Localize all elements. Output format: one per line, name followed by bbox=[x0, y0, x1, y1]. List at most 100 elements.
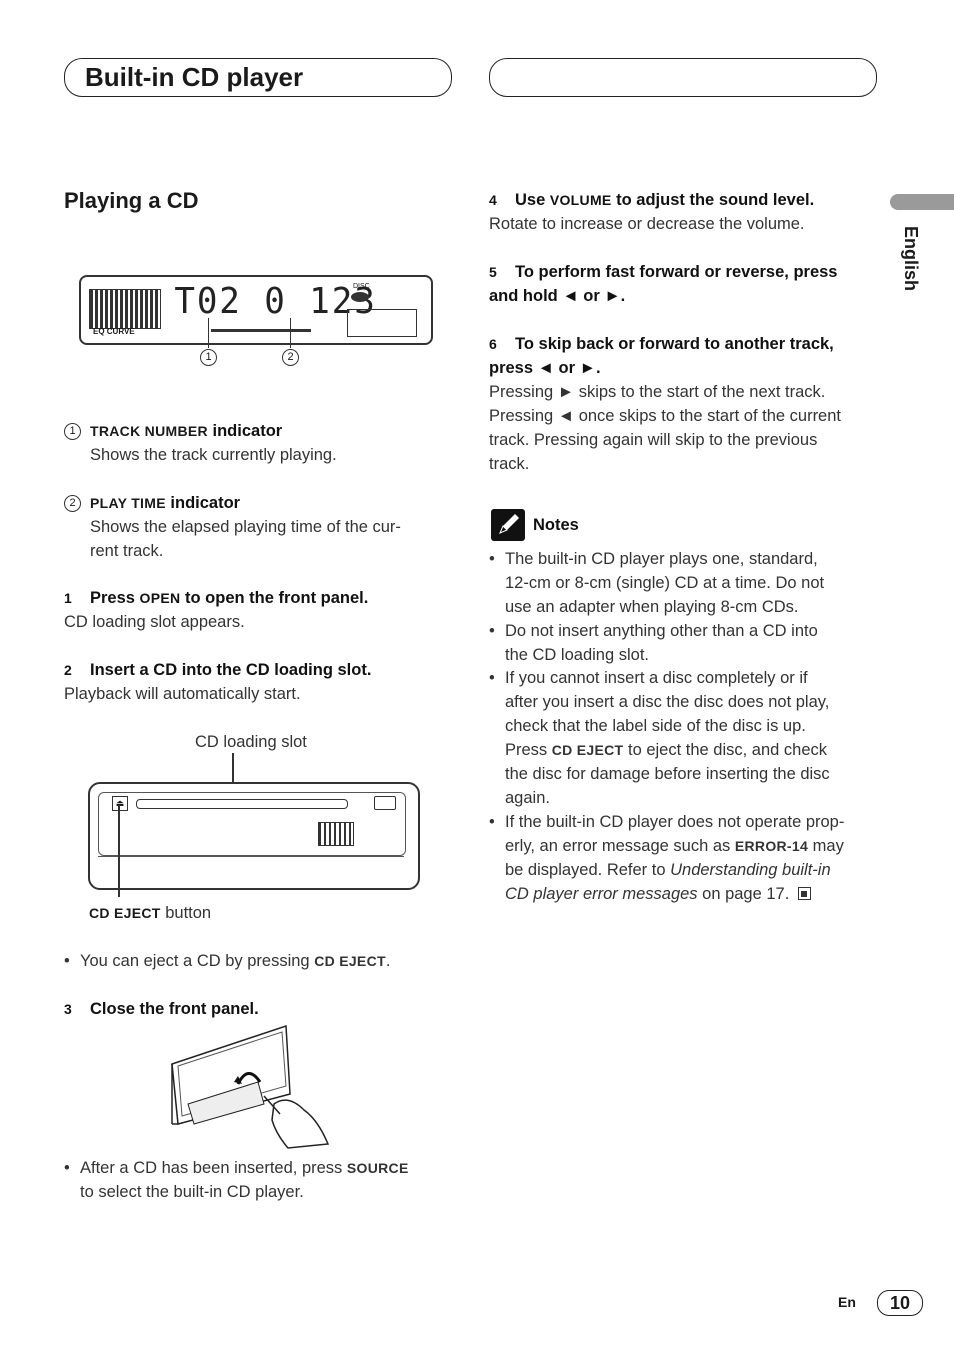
note-4-line-2-pre: erly, an error message such as bbox=[505, 837, 735, 855]
cd-eject-caption-rest: button bbox=[160, 904, 212, 922]
eq-curve-label: EQ CURVE bbox=[93, 327, 135, 336]
connector bbox=[318, 822, 354, 846]
note-3-line-6: again. bbox=[505, 789, 550, 807]
eject-bullet-post: . bbox=[385, 952, 391, 970]
section-title: Playing a CD bbox=[64, 188, 199, 213]
note-4: • If the built-in CD player does not ope… bbox=[489, 813, 845, 903]
level-bar bbox=[211, 329, 311, 332]
note-1-line-2: 12-cm or 8-cm (single) CD at a time. Do … bbox=[505, 574, 825, 592]
step-2-desc: Playback will automatically start. bbox=[64, 685, 301, 703]
indicator-2-rest: indicator bbox=[165, 494, 241, 512]
step-1-post: to open the front panel. bbox=[180, 589, 369, 607]
indicator-1-rest: indicator bbox=[207, 422, 283, 440]
front-panel-figure: ⏏ bbox=[88, 782, 420, 890]
step-5-number: 5 bbox=[489, 264, 497, 280]
step-3-number: 3 bbox=[64, 1001, 72, 1017]
note-3-line-4-key: CD EJECT bbox=[551, 742, 624, 758]
step-6-line1: To skip back or forward to another track… bbox=[515, 335, 834, 353]
step-6-desc-3: track. Pressing again will skip to the p… bbox=[489, 431, 818, 449]
lcd-display-figure: EQ CURVE T02 0 123 DISC bbox=[79, 275, 433, 345]
step-2-number: 2 bbox=[64, 662, 72, 678]
page-title: Built-in CD player bbox=[85, 62, 304, 92]
step-4-key: VOLUME bbox=[549, 192, 612, 208]
step-6: 6 To skip back or forward to another trac… bbox=[489, 332, 889, 476]
step-6-desc-4: track. bbox=[489, 455, 530, 473]
disc-icon bbox=[351, 292, 369, 302]
step-6-line2: press ◄ or ►. bbox=[489, 359, 601, 377]
segment-readout: T02 0 123 bbox=[174, 281, 377, 322]
eject-bullet: • You can eject a CD by pressing CD EJEC… bbox=[64, 952, 391, 970]
note-3: • If you cannot insert a disc completely… bbox=[489, 669, 830, 807]
note-3-line-2: after you insert a disc the disc does no… bbox=[505, 693, 830, 711]
step-1-desc: CD loading slot appears. bbox=[64, 613, 245, 631]
note-2-line-2: the CD loading slot. bbox=[505, 646, 649, 664]
callout-line-1 bbox=[208, 318, 209, 348]
page-number-badge: 10 bbox=[877, 1290, 923, 1316]
step-4-post: to adjust the sound level. bbox=[611, 191, 815, 209]
note-2-line-1: Do not insert anything other than a CD i… bbox=[505, 622, 818, 640]
header-left-frame: Built-in CD player bbox=[64, 58, 452, 97]
panel-inner bbox=[98, 792, 406, 856]
step-3: 3 Close the front panel. bbox=[64, 997, 259, 1021]
step-5-line2: and hold ◄ or ►. bbox=[489, 287, 626, 305]
note-4-line-1: If the built-in CD player does not opera… bbox=[505, 813, 845, 831]
callout-line-2 bbox=[290, 318, 291, 348]
slot-leader-line bbox=[232, 753, 234, 803]
step-4-pre: Use bbox=[515, 191, 550, 209]
callout-2: 2 bbox=[282, 349, 299, 366]
note-3-line-4-pre: Press bbox=[505, 741, 552, 759]
eq-curve-graphic bbox=[89, 289, 161, 329]
step-6-number: 6 bbox=[489, 336, 497, 352]
note-4-line-3-pre: be displayed. Refer to bbox=[505, 861, 671, 879]
cd-eject-caption-key: CD EJECT bbox=[89, 905, 161, 921]
indicator-2: 2 PLAY TIME indicator Shows the elapsed … bbox=[64, 491, 444, 563]
language-label: English bbox=[901, 226, 921, 292]
step-4-number: 4 bbox=[489, 192, 497, 208]
note-4-line-2-post: may bbox=[808, 837, 844, 855]
language-tab bbox=[890, 194, 954, 210]
indicator-2-number: 2 bbox=[64, 495, 81, 512]
note-1-line-3: use an adapter when playing 8-cm CDs. bbox=[505, 598, 799, 616]
notes-title: Notes bbox=[533, 516, 579, 534]
step-6-desc-2: Pressing ◄ once skips to the start of th… bbox=[489, 407, 841, 425]
step-1-key: OPEN bbox=[139, 590, 181, 606]
note-4-line-3-italic: Understanding built-in bbox=[670, 861, 831, 879]
step-3-text: Close the front panel. bbox=[90, 1000, 259, 1018]
indicator-1-number: 1 bbox=[64, 423, 81, 440]
step-5: 5 To perform fast forward or reverse, pre… bbox=[489, 260, 889, 308]
note-3-line-3: check that the label side of the disc is… bbox=[505, 717, 806, 735]
note-4-line-4-italic: CD player error messages bbox=[505, 885, 698, 903]
right-window bbox=[347, 309, 417, 337]
step-5-line1: To perform fast forward or reverse, pres… bbox=[515, 263, 838, 281]
note-1-line-1: The built-in CD player plays one, standa… bbox=[505, 550, 818, 568]
cd-loading-slot-label: CD loading slot bbox=[195, 733, 307, 751]
note-3-line-4-post: to eject the disc, and check bbox=[623, 741, 828, 759]
indicator-1-desc: Shows the track currently playing. bbox=[90, 446, 337, 464]
eject-leader-line bbox=[118, 805, 120, 897]
source-bullet-key: SOURCE bbox=[346, 1160, 409, 1176]
note-1: • The built-in CD player plays one, stan… bbox=[489, 550, 825, 616]
source-bullet: • After a CD has been inserted, press SO… bbox=[64, 1159, 409, 1201]
cd-slot bbox=[136, 799, 348, 809]
note-3-line-5: the disc for damage before inserting the… bbox=[505, 765, 830, 783]
header-right-frame bbox=[489, 58, 877, 97]
cd-eject-button[interactable]: ⏏ bbox=[112, 796, 128, 811]
indicator-2-name: PLAY TIME bbox=[90, 495, 166, 511]
end-mark-icon bbox=[797, 887, 811, 900]
note-2: • Do not insert anything other than a CD… bbox=[489, 622, 818, 664]
lock-icon bbox=[374, 796, 396, 810]
source-bullet-line2: to select the built-in CD player. bbox=[80, 1183, 304, 1201]
indicator-2-desc-2: rent track. bbox=[90, 542, 164, 560]
step-6-desc-1: Pressing ► skips to the start of the nex… bbox=[489, 383, 826, 401]
note-4-line-4-post: on page 17. bbox=[697, 885, 790, 903]
close-panel-illustration bbox=[171, 1024, 330, 1149]
step-1-pre: Press bbox=[90, 589, 140, 607]
indicator-2-desc-1: Shows the elapsed playing time of the cu… bbox=[90, 518, 401, 536]
page-number: 10 bbox=[889, 1293, 911, 1313]
step-4-desc: Rotate to increase or decrease the volum… bbox=[489, 215, 805, 233]
callout-1: 1 bbox=[200, 349, 217, 366]
indicator-1-name: TRACK NUMBER bbox=[90, 423, 208, 439]
note-3-line-1: If you cannot insert a disc completely o… bbox=[505, 669, 808, 687]
